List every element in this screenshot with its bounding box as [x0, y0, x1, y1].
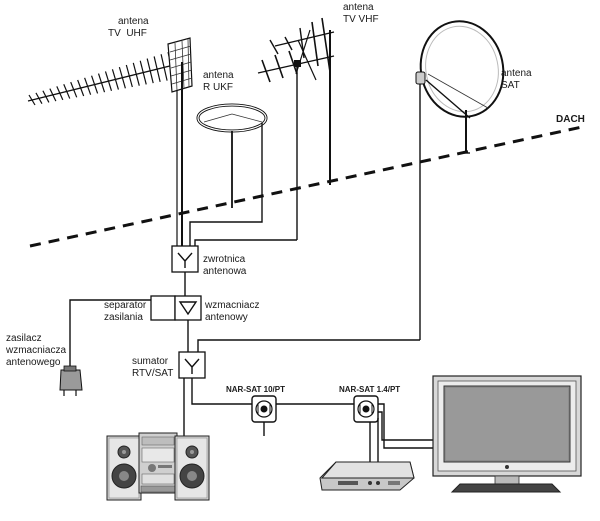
combiner-label-2: RTV/SAT [132, 368, 173, 379]
power-separator-box-icon [150, 295, 176, 321]
roof-line [29, 125, 583, 248]
amplifier-box-icon [174, 295, 202, 321]
vhf-antenna-icon [257, 17, 335, 240]
uhf-director-element [28, 94, 36, 106]
uhf-director-element [125, 64, 133, 88]
psu-label-3: antenowego [6, 357, 61, 368]
uhf-director-element [70, 81, 78, 98]
vhf-antenna-label-1: antena [343, 2, 374, 13]
socket-1-label: NAR-SAT 10/PT [226, 385, 285, 394]
television-icon [432, 375, 582, 493]
uhf-director-element [104, 71, 113, 92]
psu-label-2: wzmacniacza [5, 345, 66, 356]
uhf-director-element [49, 88, 57, 102]
stereo-system-icon [106, 432, 210, 501]
diplexer-label-2: antenowa [203, 266, 247, 277]
uhf-antenna-label-2: TV UHF [108, 28, 147, 39]
separator-label-1: separator [104, 300, 147, 311]
uhf-director-element [97, 73, 106, 93]
socket-1-icon [251, 395, 277, 423]
separator-label-2: zasilania [104, 312, 143, 323]
uhf-antenna-icon [27, 37, 193, 246]
socket-2-icon [353, 395, 379, 423]
satellite-dish-icon [415, 20, 505, 340]
uhf-director-element [139, 60, 147, 85]
ukf-ring-antenna-icon [196, 103, 268, 208]
uhf-director-element [153, 56, 161, 82]
diplexer-box-icon [171, 245, 199, 273]
uhf-director-element [118, 66, 126, 89]
uhf-antenna-label-1: antena [118, 16, 149, 27]
diplexer-label-1: zwrotnica [203, 254, 246, 265]
uhf-director-element [42, 90, 50, 103]
socket-2-label: NAR-SAT 1.4/PT [339, 385, 400, 394]
uhf-director-element [63, 84, 71, 99]
combiner-label-1: sumator [132, 356, 169, 367]
uhf-director-element [77, 79, 85, 97]
sat-antenna-label-2: SAT [501, 80, 520, 91]
combiner-box-icon [178, 351, 206, 379]
uhf-director-element [111, 69, 120, 90]
uhf-director-element [160, 54, 168, 81]
ukf-antenna-label-1: antena [203, 70, 234, 81]
ukf-antenna-label-2: R UKF [203, 82, 233, 93]
uhf-director-element [35, 92, 43, 105]
uhf-director-element [56, 86, 64, 101]
sat-antenna-label-1: antena [501, 68, 532, 79]
vhf-antenna-label-2: TV VHF [343, 14, 379, 25]
uhf-director-element [132, 62, 140, 86]
satellite-receiver-icon [319, 461, 415, 491]
uhf-director-element [84, 77, 92, 95]
amplifier-label-2: antenowy [205, 312, 248, 323]
power-supply-adapter-icon [59, 365, 83, 396]
roof-label: DACH [556, 114, 585, 125]
uhf-director-element [91, 75, 99, 94]
psu-label-1: zasilacz [6, 333, 42, 344]
uhf-director-element [146, 58, 154, 84]
amplifier-label-1: wzmacniacz [204, 300, 259, 311]
